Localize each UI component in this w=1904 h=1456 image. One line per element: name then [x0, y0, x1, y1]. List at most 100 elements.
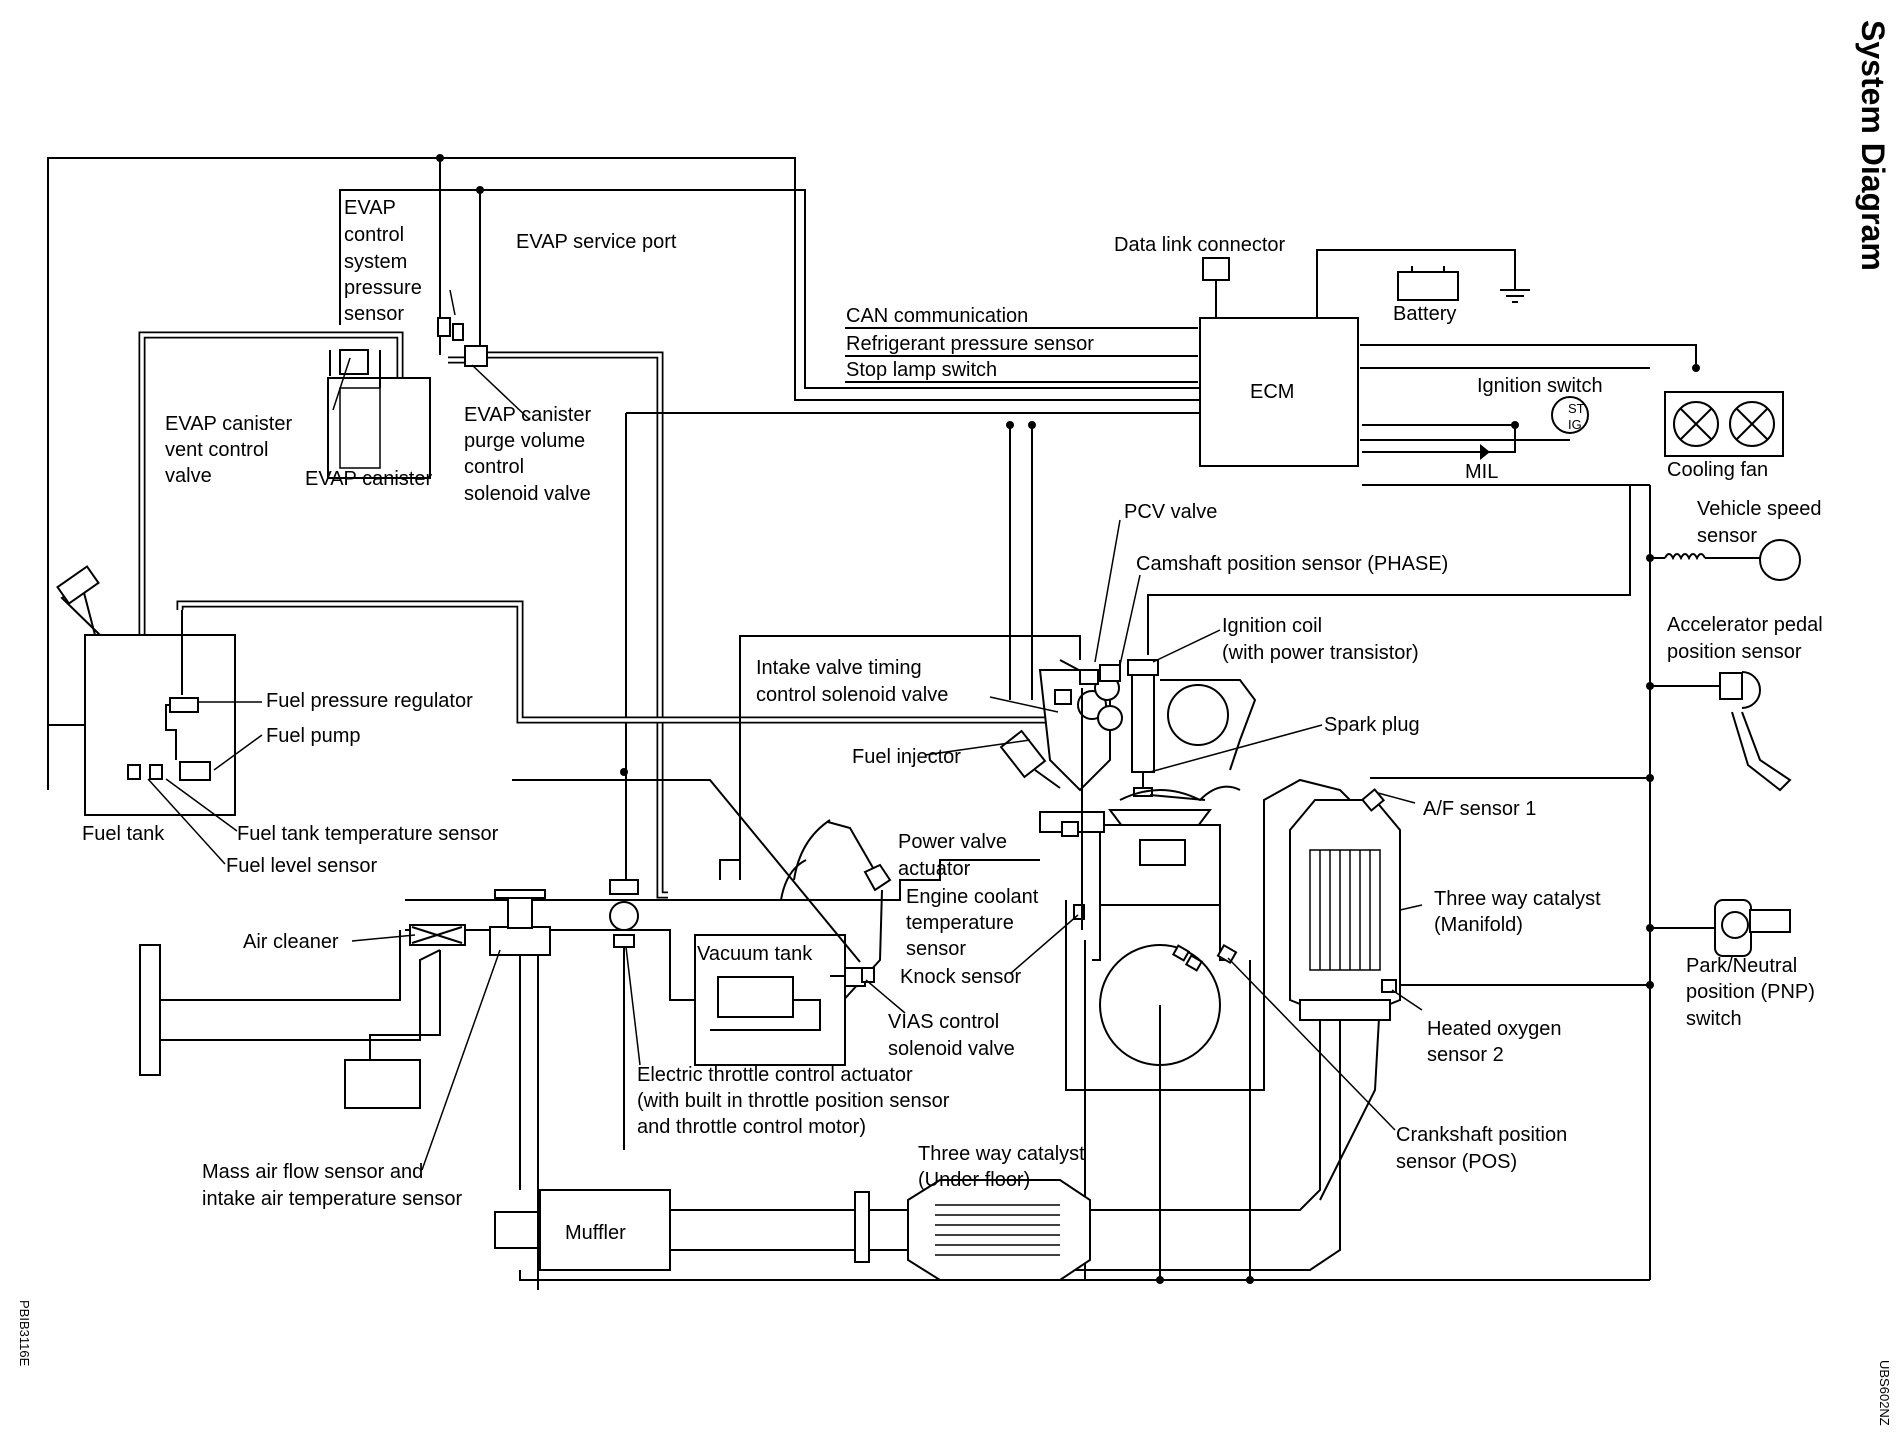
- label-data-link-connector: Data link connector: [1114, 234, 1286, 256]
- fuel-tank: [56, 565, 1060, 816]
- label-ignition-switch: Ignition switch: [1477, 375, 1603, 397]
- label-intake-valve-timing: Intake valve timing control solenoid val…: [756, 657, 948, 706]
- svg-text:Park/Neutral: Park/Neutral: [1686, 955, 1797, 977]
- svg-text:sensor: sensor: [906, 938, 966, 960]
- exhaust-system: [494, 788, 1650, 1281]
- leader-lines: [147, 289, 1423, 1171]
- svg-text:actuator: actuator: [898, 858, 971, 880]
- svg-text:temperature: temperature: [906, 912, 1014, 934]
- svg-text:Mass air flow sensor and: Mass air flow sensor and: [202, 1161, 423, 1183]
- label-vacuum-tank: Vacuum tank: [697, 943, 813, 965]
- label-muffler: Muffler: [565, 1222, 626, 1244]
- label-ignition-st: ST: [1568, 401, 1585, 416]
- svg-text:EVAP canister: EVAP canister: [165, 413, 292, 435]
- label-fuel-pressure-regulator: Fuel pressure regulator: [266, 690, 473, 712]
- label-evap-canister: EVAP canister: [305, 468, 432, 490]
- svg-text:Heated oxygen: Heated oxygen: [1427, 1018, 1562, 1040]
- image-code-left: PBIB3116E: [17, 1300, 32, 1367]
- label-three-way-catalyst-manifold: Three way catalyst (Manifold): [1434, 888, 1601, 936]
- svg-text:position sensor: position sensor: [1667, 641, 1802, 663]
- svg-text:VIAS control: VIAS control: [888, 1011, 999, 1033]
- label-battery: Battery: [1393, 303, 1456, 325]
- svg-text:sensor 2: sensor 2: [1427, 1044, 1504, 1066]
- label-refrigerant-pressure-sensor: Refrigerant pressure sensor: [846, 333, 1094, 355]
- svg-text:(Under floor): (Under floor): [918, 1169, 1030, 1191]
- svg-text:pressure: pressure: [344, 277, 422, 299]
- label-knock-sensor: Knock sensor: [900, 966, 1022, 988]
- svg-text:system: system: [344, 251, 407, 273]
- label-cooling-fan: Cooling fan: [1667, 459, 1768, 481]
- svg-text:Three way catalyst: Three way catalyst: [1434, 888, 1601, 910]
- label-crankshaft-sensor: Crankshaft position sensor (POS): [1396, 1124, 1567, 1173]
- label-stop-lamp-switch: Stop lamp switch: [846, 359, 997, 381]
- engine-intake-assembly: [719, 635, 1401, 1284]
- label-fuel-level: Fuel level sensor: [226, 855, 378, 877]
- intake-tract: [139, 819, 1040, 1290]
- vacuum-tank: [512, 768, 875, 1066]
- label-mil: MIL: [1465, 461, 1498, 483]
- label-evap-vent-valve: EVAP canister vent control valve: [165, 413, 292, 487]
- label-spark-plug: Spark plug: [1324, 714, 1420, 736]
- svg-text:Three way catalyst: Three way catalyst: [918, 1143, 1085, 1165]
- svg-text:solenoid valve: solenoid valve: [464, 483, 591, 505]
- svg-text:switch: switch: [1686, 1008, 1742, 1030]
- label-fuel-tank: Fuel tank: [82, 823, 165, 845]
- svg-text:purge volume: purge volume: [464, 430, 585, 452]
- label-maf-sensor: Mass air flow sensor and intake air temp…: [202, 1161, 462, 1210]
- label-af-sensor: A/F sensor 1: [1423, 798, 1536, 820]
- label-throttle-actuator: Electric throttle control actuator (with…: [637, 1064, 950, 1138]
- svg-text:sensor (POS): sensor (POS): [1396, 1151, 1517, 1173]
- evap-components: [327, 317, 488, 479]
- label-evap-pressure-sensor: EVAP control system pressure sensor: [344, 197, 422, 325]
- svg-text:solenoid valve: solenoid valve: [888, 1038, 1015, 1060]
- label-park-neutral: Park/Neutral position (PNP) switch: [1686, 955, 1815, 1030]
- right-side-sensors: [1370, 539, 1801, 989]
- svg-text:EVAP canister: EVAP canister: [464, 404, 591, 426]
- svg-text:Power valve: Power valve: [898, 831, 1007, 853]
- ecm-block: [845, 249, 1700, 1280]
- label-evap-service-port: EVAP service port: [516, 231, 677, 253]
- svg-text:sensor: sensor: [344, 303, 404, 325]
- label-vias-valve: VIAS control solenoid valve: [888, 1011, 1015, 1060]
- svg-text:control: control: [344, 224, 404, 246]
- image-code-right: UBS602NZ: [1877, 1360, 1892, 1426]
- svg-text:EVAP: EVAP: [344, 197, 396, 219]
- label-pcv-valve: PCV valve: [1124, 501, 1217, 523]
- svg-text:valve: valve: [165, 465, 212, 487]
- label-ignition-coil: Ignition coil (with power transistor): [1222, 615, 1419, 664]
- svg-text:Accelerator pedal: Accelerator pedal: [1667, 614, 1823, 636]
- cooling-fan: [1664, 391, 1784, 457]
- diagram-title: System Diagram: [1855, 20, 1891, 271]
- label-evap-purge-valve: EVAP canister purge volume control solen…: [464, 404, 591, 505]
- top-harness-lines: [47, 154, 1200, 899]
- label-power-valve-actuator: Power valve actuator: [898, 831, 1007, 880]
- label-fuel-pump: Fuel pump: [266, 725, 361, 747]
- svg-text:control solenoid valve: control solenoid valve: [756, 684, 948, 706]
- label-air-cleaner: Air cleaner: [243, 931, 339, 953]
- svg-text:Ignition coil: Ignition coil: [1222, 615, 1322, 637]
- svg-text:intake air temperature sensor: intake air temperature sensor: [202, 1188, 462, 1210]
- svg-text:Vehicle speed: Vehicle speed: [1697, 498, 1822, 520]
- label-ignition-ig: IG: [1568, 417, 1582, 432]
- svg-text:position (PNP): position (PNP): [1686, 981, 1815, 1003]
- svg-text:(Manifold): (Manifold): [1434, 914, 1523, 936]
- label-heated-o2: Heated oxygen sensor 2: [1427, 1018, 1562, 1066]
- label-three-way-catalyst-underfloor: Three way catalyst (Under floor): [918, 1143, 1085, 1191]
- svg-text:vent control: vent control: [165, 439, 268, 461]
- label-ecm: ECM: [1250, 381, 1294, 403]
- svg-text:control: control: [464, 456, 524, 478]
- svg-text:Crankshaft position: Crankshaft position: [1396, 1124, 1567, 1146]
- svg-text:Engine coolant: Engine coolant: [906, 886, 1039, 908]
- label-fuel-injector: Fuel injector: [852, 746, 961, 768]
- label-vehicle-speed-sensor: Vehicle speed sensor: [1697, 498, 1822, 547]
- svg-text:sensor: sensor: [1697, 525, 1757, 547]
- svg-text:Intake valve timing: Intake valve timing: [756, 657, 922, 679]
- label-fuel-tank-temp: Fuel tank temperature sensor: [237, 823, 499, 845]
- label-accelerator-sensor: Accelerator pedal position sensor: [1667, 614, 1823, 663]
- label-can-communication: CAN communication: [846, 305, 1028, 327]
- engine-sensor-wires: [720, 688, 1083, 930]
- svg-text:Electric throttle control actu: Electric throttle control actuator: [637, 1064, 913, 1086]
- label-camshaft-sensor: Camshaft position sensor (PHASE): [1136, 553, 1448, 575]
- label-engine-coolant-temp: Engine coolant temperature sensor: [906, 886, 1039, 960]
